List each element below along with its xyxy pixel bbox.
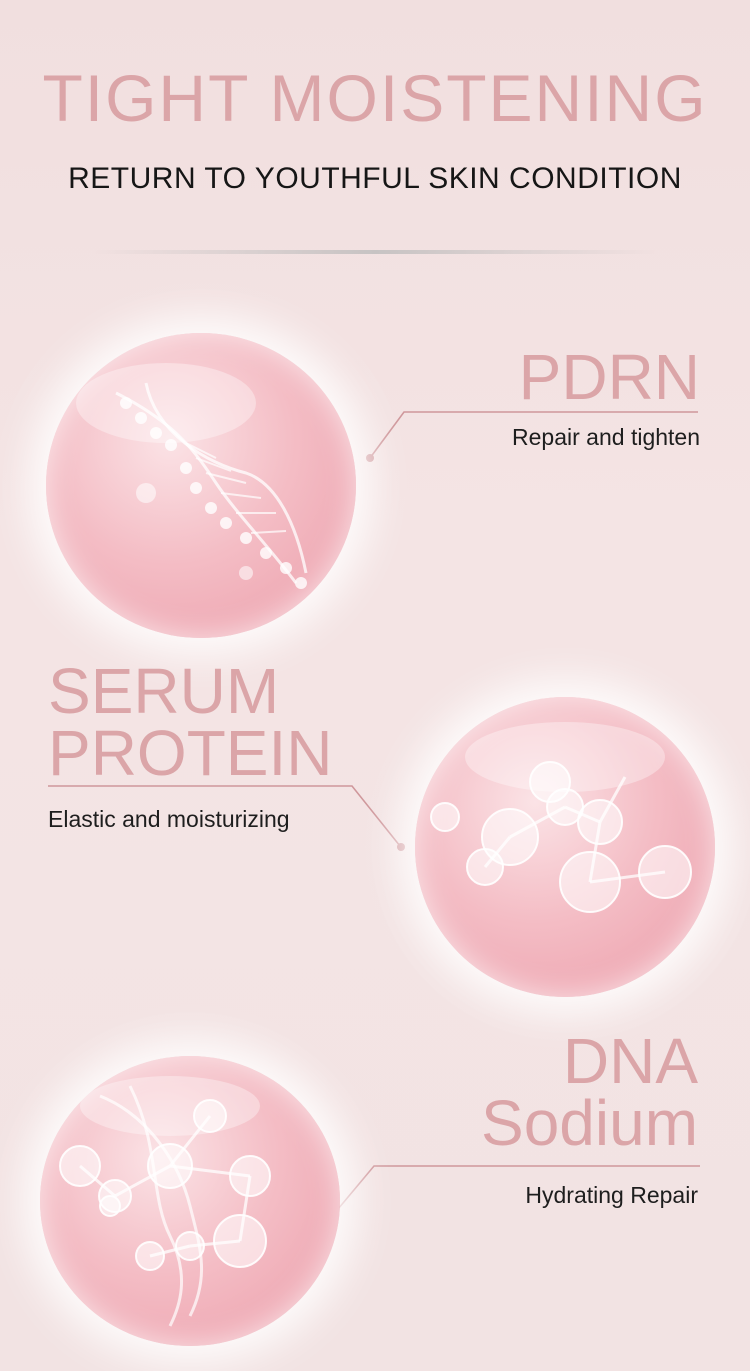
dna-helix-icon — [76, 363, 308, 589]
ingredient-name-dna-sodium: DNA Sodium — [481, 1025, 698, 1159]
dna-molecule-bubble-image — [40, 1056, 340, 1346]
ingredient-name-line: SERUM — [48, 655, 280, 727]
connector-dot-serum-protein — [397, 843, 405, 851]
dna-helix-bubble-image — [46, 333, 356, 638]
ingredient-name-serum-protein: SERUM PROTEIN — [48, 655, 333, 789]
molecule-icon — [430, 722, 692, 913]
ingredient-name-line: PROTEIN — [48, 717, 333, 789]
ingredient-description-dna-sodium: Hydrating Repair — [525, 1182, 698, 1208]
ingredient-name-line: DNA — [562, 1025, 698, 1097]
connector-dot-pdrn — [366, 454, 374, 462]
ingredient-description-serum-protein: Elastic and moisturizing — [48, 806, 290, 832]
header-divider — [90, 250, 660, 254]
page-subtitle: RETURN TO YOUTHFUL SKIN CONDITION — [68, 162, 682, 195]
ingredient-name-line: Sodium — [481, 1087, 698, 1159]
dna-molecule-icon — [59, 1076, 271, 1327]
ingredient-description-pdrn: Repair and tighten — [512, 424, 700, 450]
ingredient-name-pdrn: PDRN — [518, 341, 700, 413]
page-title: TIGHT MOISTENING — [42, 61, 708, 135]
molecule-bubble-image — [415, 697, 715, 997]
